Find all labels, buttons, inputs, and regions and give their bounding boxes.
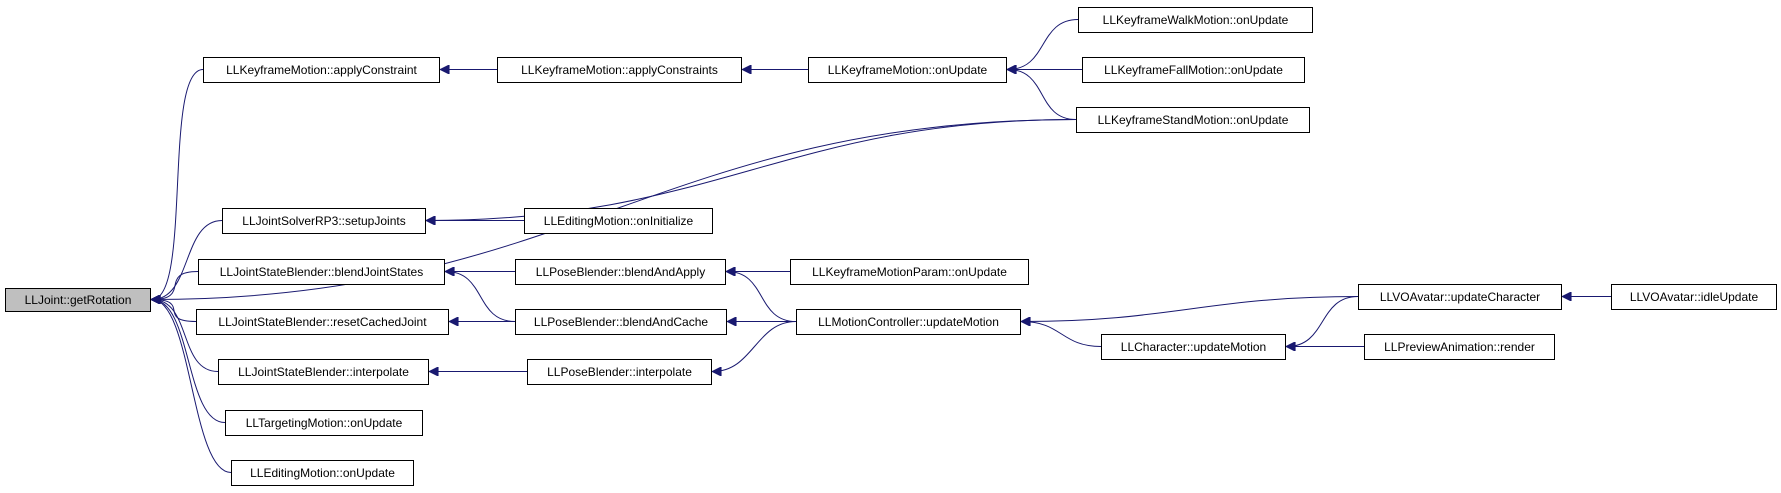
node-label: LLKeyframeMotion::onUpdate (828, 63, 988, 77)
node-llkeyframe-motion-on-update[interactable]: LLKeyframeMotion::onUpdate (808, 57, 1007, 83)
node-llediting-motion-on-update[interactable]: LLEditingMotion::onUpdate (231, 460, 414, 486)
edge-pbBC-to-jbBJ (446, 272, 516, 322)
node-box (1364, 334, 1555, 360)
node-box (231, 460, 414, 486)
edge-chUM-to-mcUM (1022, 322, 1102, 347)
node-lljoint-state-blender-interpolate[interactable]: LLJointStateBlender::interpolate (218, 359, 429, 385)
edge-emOU-to-root (152, 300, 232, 473)
node-box (515, 309, 727, 335)
edge-jbI-to-root (152, 300, 219, 372)
node-label: LLKeyframeMotion::applyConstraint (226, 63, 417, 77)
node-box (203, 57, 440, 83)
node-box (225, 410, 423, 436)
node-llmotion-controller-update-motion[interactable]: LLMotionController::updateMotion (796, 309, 1021, 335)
node-lljoint-state-blender-reset-cached-joint[interactable]: LLJointStateBlender::resetCachedJoint (196, 309, 449, 335)
edge-vaUC-to-chUM (1287, 296, 1359, 347)
edge-layer (152, 19, 1611, 473)
edge-ksOU-to-kmOU (1008, 70, 1077, 120)
node-llkeyframe-stand-motion-on-update[interactable]: LLKeyframeStandMotion::onUpdate (1076, 107, 1310, 133)
node-box (808, 57, 1007, 83)
node-llkeyframe-walk-motion-on-update[interactable]: LLKeyframeWalkMotion::onUpdate (1078, 7, 1313, 33)
node-box (515, 259, 726, 285)
node-label: LLPoseBlender::blendAndApply (536, 265, 705, 279)
node-llediting-motion-on-initialize[interactable]: LLEditingMotion::onInitialize (524, 208, 713, 234)
node-llpose-blender-interpolate[interactable]: LLPoseBlender::interpolate (527, 359, 712, 385)
node-label: LLEditingMotion::onUpdate (250, 466, 395, 480)
node-lljoint-solver-rp3-setup-joints[interactable]: LLJointSolverRP3::setupJoints (222, 208, 426, 234)
node-label: LLJointSolverRP3::setupJoints (242, 214, 405, 228)
node-label: LLPreviewAnimation::render (1384, 340, 1535, 354)
node-box (218, 359, 429, 385)
node-llvoavatar-update-character[interactable]: LLVOAvatar::updateCharacter (1358, 284, 1562, 310)
node-label: LLKeyframeStandMotion::onUpdate (1098, 113, 1289, 127)
node-label: LLKeyframeMotionParam::onUpdate (812, 265, 1007, 279)
node-box (1358, 284, 1562, 310)
node-box (222, 208, 426, 234)
node-llcharacter-update-motion[interactable]: LLCharacter::updateMotion (1101, 334, 1286, 360)
node-label: LLKeyframeMotion::applyConstraints (521, 63, 718, 77)
node-llkeyframe-motion-apply-constraints[interactable]: LLKeyframeMotion::applyConstraints (497, 57, 742, 83)
node-label: LLVOAvatar::idleUpdate (1630, 290, 1759, 304)
node-layer: LLJoint::getRotation LLKeyframeMotion::ap… (5, 7, 1777, 486)
node-llvoavatar-idle-update[interactable]: LLVOAvatar::idleUpdate (1611, 284, 1777, 310)
node-label: LLTargetingMotion::onUpdate (246, 416, 403, 430)
node-box (196, 309, 449, 335)
node-lljoint-state-blender-blend-joint-states[interactable]: LLJointStateBlender::blendJointStates (198, 259, 445, 285)
node-llkeyframe-motion-apply-constraint[interactable]: LLKeyframeMotion::applyConstraint (203, 57, 440, 83)
node-label: LLMotionController::updateMotion (818, 315, 999, 329)
node-llkeyframe-fall-motion-on-update[interactable]: LLKeyframeFallMotion::onUpdate (1082, 57, 1305, 83)
node-box (1082, 57, 1305, 83)
node-box (497, 57, 742, 83)
edge-tmOU-to-root (152, 300, 226, 423)
node-llpose-blender-blend-and-cache[interactable]: LLPoseBlender::blendAndCache (515, 309, 727, 335)
node-box (1611, 284, 1777, 310)
node-box (1076, 107, 1310, 133)
node-llpreview-animation-render[interactable]: LLPreviewAnimation::render (1364, 334, 1555, 360)
node-label: LLJoint::getRotation (25, 293, 132, 307)
edge-mcUM-to-pbBA (727, 272, 797, 322)
node-label: LLPoseBlender::blendAndCache (534, 315, 708, 329)
node-label: LLEditingMotion::onInitialize (544, 214, 694, 228)
node-label: LLVOAvatar::updateCharacter (1380, 290, 1540, 304)
node-label: LLKeyframeFallMotion::onUpdate (1104, 63, 1283, 77)
node-llpose-blender-blend-and-apply[interactable]: LLPoseBlender::blendAndApply (515, 259, 726, 285)
node-label: LLCharacter::updateMotion (1121, 340, 1266, 354)
edge-vaUC-to-mcUM (1022, 296, 1359, 322)
node-label: LLJointStateBlender::interpolate (238, 365, 409, 379)
node-lljoint-get-rotation[interactable]: LLJoint::getRotation (5, 288, 151, 312)
node-llkeyframe-motion-param-on-update[interactable]: LLKeyframeMotionParam::onUpdate (790, 259, 1029, 285)
node-box (198, 259, 445, 285)
node-label: LLPoseBlender::interpolate (547, 365, 692, 379)
edge-mcUM-to-pbI (713, 321, 797, 372)
node-lltargeting-motion-on-update[interactable]: LLTargetingMotion::onUpdate (225, 410, 423, 436)
node-box (1078, 7, 1313, 33)
node-box (790, 259, 1029, 285)
node-box (1101, 334, 1286, 360)
node-box (796, 309, 1021, 335)
edge-ksOU-to-jsSJ (427, 119, 1077, 221)
node-box (524, 208, 713, 234)
edge-jbBJ-to-root (152, 271, 199, 300)
node-label: LLKeyframeWalkMotion::onUpdate (1103, 13, 1289, 27)
node-box (5, 288, 151, 312)
edge-kmAC-to-root (152, 69, 204, 300)
node-label: LLJointStateBlender::resetCachedJoint (218, 315, 427, 329)
node-box (527, 359, 712, 385)
node-label: LLJointStateBlender::blendJointStates (220, 265, 423, 279)
edge-jsSJ-to-root (152, 220, 223, 300)
edge-kwOU-to-kmOU (1008, 19, 1079, 70)
edge-jbRC-to-root (152, 300, 197, 322)
